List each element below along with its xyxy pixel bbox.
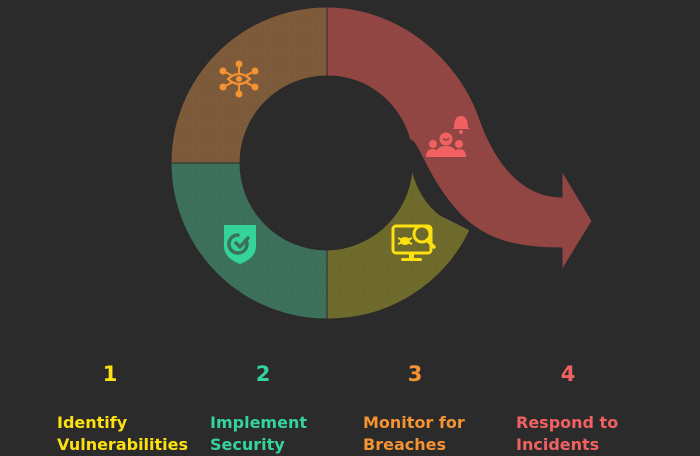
step-3-number: 3 bbox=[407, 362, 423, 386]
step-3-title-line2: Breaches bbox=[363, 435, 446, 454]
segment-respond-arrow bbox=[326, 6, 593, 272]
shield-check-icon bbox=[224, 225, 256, 264]
team-alert-bell-icon bbox=[426, 116, 470, 157]
cycle-diagram bbox=[170, 6, 593, 320]
step-2-title-line1: Implement bbox=[210, 413, 307, 432]
step-1-number: 1 bbox=[102, 362, 118, 386]
step-2-number: 2 bbox=[255, 362, 271, 386]
step-4-title-line2: Incidents bbox=[516, 435, 600, 454]
step-1-title-line1: Identify bbox=[57, 413, 128, 432]
step-1-title: Identify Vulnerabilities bbox=[57, 412, 207, 456]
step-4-title-line1: Respond to bbox=[516, 413, 619, 432]
step-4-title: Respond to Incidents bbox=[516, 412, 666, 456]
step-2-title: Implement Security bbox=[210, 412, 360, 456]
eye-network-icon bbox=[219, 60, 259, 98]
step-3-title: Monitor for Breaches bbox=[363, 412, 513, 456]
step-2-title-line2: Security bbox=[210, 435, 285, 454]
monitor-bug-search-icon bbox=[391, 224, 436, 261]
step-1-title-line2: Vulnerabilities bbox=[57, 435, 189, 454]
step-3-title-line1: Monitor for bbox=[363, 413, 465, 432]
step-4-number: 4 bbox=[560, 362, 576, 386]
